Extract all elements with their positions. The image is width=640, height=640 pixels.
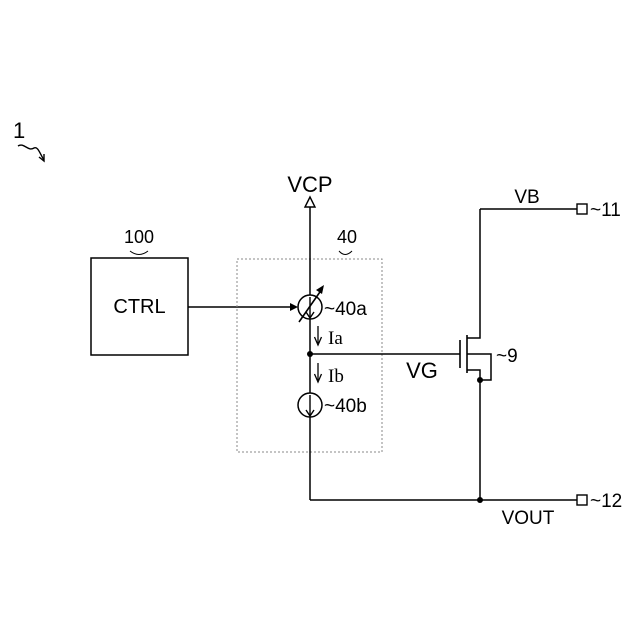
current-source-block-ref: 40 — [337, 227, 357, 247]
transistor-ref: ~9 — [496, 346, 518, 367]
transistor-source-lead — [467, 370, 480, 500]
gate-label: VG — [406, 358, 438, 383]
fixed-current-source: ~40b — [298, 393, 367, 417]
controller-label: CTRL — [113, 296, 165, 318]
controller-ref-leader — [130, 251, 148, 255]
transistor-body-lead — [467, 354, 491, 380]
output-junction — [477, 497, 483, 503]
variable-current-source: ~40a — [298, 285, 367, 322]
current-ia-label: Ia — [328, 328, 343, 349]
current-ib: Ib — [315, 363, 344, 387]
output-terminal — [577, 495, 587, 505]
bias-terminal-ref: ~11 — [590, 200, 621, 221]
bias-terminal — [577, 204, 587, 214]
output-label: VOUT — [502, 508, 555, 529]
supply-node: VCP — [287, 172, 332, 207]
transistor: ~9 — [460, 209, 518, 500]
control-signal-arrow — [188, 303, 298, 311]
variable-source-ref: ~40a — [324, 299, 367, 320]
supply-arrow — [305, 197, 315, 207]
current-source-block-ref-leader — [339, 251, 352, 255]
supply-label: VCP — [287, 172, 332, 197]
fixed-source-ref: ~40b — [324, 396, 367, 417]
controller-block: CTRL 100 — [91, 227, 188, 355]
figure-reference: 1 — [13, 118, 44, 161]
transistor-drain-lead — [467, 209, 480, 338]
current-ia: Ia — [315, 326, 344, 349]
controller-ref: 100 — [124, 227, 154, 247]
output-terminal-ref: ~12 — [590, 491, 622, 512]
current-ib-label: Ib — [328, 366, 344, 387]
bias-label: VB — [514, 187, 539, 208]
figure-ref-number: 1 — [13, 118, 25, 143]
transistor-body-junction — [477, 377, 483, 383]
